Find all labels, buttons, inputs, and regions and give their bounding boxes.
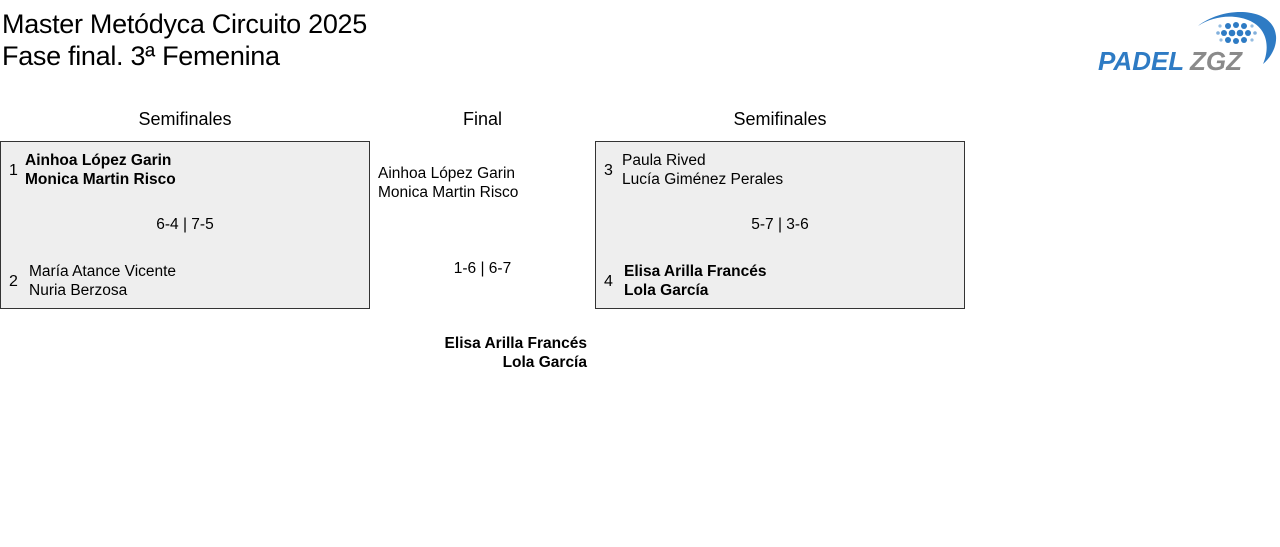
final-score: 1-6 | 6-7 <box>453 260 512 277</box>
team: Paula Rived Lucía Giménez Perales <box>622 151 783 189</box>
column-header-final: Final <box>462 109 502 129</box>
semifinal-1-match[interactable]: 1 Ainhoa López Garin Monica Martin Risco… <box>0 141 370 309</box>
title-line-1: Master Metódyca Circuito 2025 <box>2 9 367 39</box>
player-name: Lola García <box>624 282 709 299</box>
final-team-1: Ainhoa López Garin Monica Martin Risco <box>378 164 518 202</box>
seed-number: 4 <box>604 273 613 290</box>
column-header-semifinals-right: Semifinales <box>733 109 827 129</box>
player-name: Paula Rived <box>622 152 706 169</box>
player-name: Lucía Giménez Perales <box>622 171 784 188</box>
page-title: Master Metódyca Circuito 2025 Fase final… <box>2 8 367 72</box>
player-name: Nuria Berzosa <box>29 282 128 299</box>
semifinal-2-match[interactable]: 3 Paula Rived Lucía Giménez Perales 5-7 … <box>595 141 965 309</box>
final-team-2-winner: Elisa Arilla Francés Lola García <box>445 334 587 372</box>
match-score: 5-7 | 3-6 <box>751 216 809 233</box>
match-score: 6-4 | 7-5 <box>156 216 214 233</box>
seed-number: 2 <box>9 273 18 290</box>
column-header-semifinals-left: Semifinales <box>138 109 232 129</box>
team: María Atance Vicente Nuria Berzosa <box>29 262 176 300</box>
player-name: María Atance Vicente <box>29 263 177 280</box>
team-winner: Ainhoa López Garin Monica Martin Risco <box>25 151 176 189</box>
padelzgz-logo: PADEL ZGZ <box>1098 8 1278 76</box>
player-name: Elisa Arilla Francés <box>444 335 587 352</box>
player-name: Lola García <box>502 354 587 371</box>
seed-number: 3 <box>604 162 613 179</box>
player-name: Monica Martin Risco <box>378 184 519 201</box>
player-name: Ainhoa López Garin <box>378 165 516 182</box>
title-line-2: Fase final. 3ª Femenina <box>2 41 280 71</box>
logo-text-padel: PADEL <box>1098 46 1184 74</box>
logo-text-zgz: ZGZ <box>1189 46 1243 74</box>
player-name: Elisa Arilla Francés <box>624 263 767 280</box>
team-winner: Elisa Arilla Francés Lola García <box>624 262 766 300</box>
player-name: Monica Martin Risco <box>25 171 176 188</box>
player-name: Ainhoa López Garin <box>25 152 172 169</box>
seed-number: 1 <box>9 162 18 179</box>
